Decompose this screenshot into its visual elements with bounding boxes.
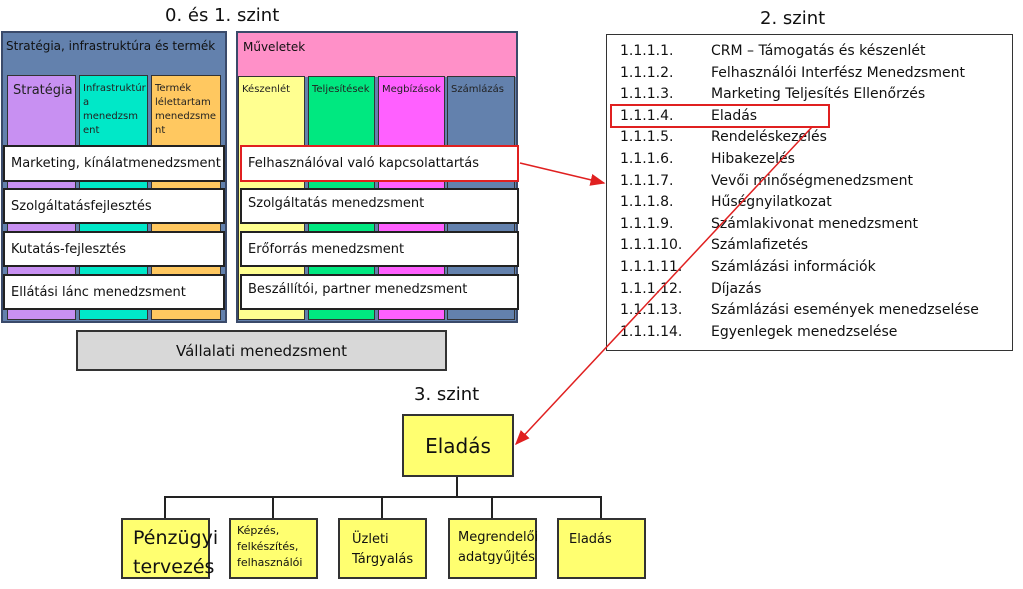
connector (600, 496, 602, 518)
item-label: Hibakezelés (711, 151, 795, 167)
row-marketing: Marketing, kínálatmenedzsment (3, 145, 225, 182)
item-number: 1.1.1.8. (620, 194, 674, 211)
item-label: Díjazás (711, 280, 762, 297)
item-number: 1.1.1.10. (620, 237, 683, 254)
item-number: 1.1.1.2. (620, 64, 674, 81)
item-label: Számlázási információk (711, 259, 876, 275)
column-label: Megbízások (382, 84, 441, 95)
item-number: 1.1.1.5. (620, 129, 674, 146)
connector (164, 496, 166, 518)
connector (381, 496, 383, 518)
level-2-title: 2. szint (760, 8, 826, 29)
item-number: 1.1.1.7. (620, 172, 674, 189)
connector (456, 477, 458, 497)
column-label: Teljesítések (312, 84, 370, 95)
child-node: Eladás (557, 518, 646, 579)
item-number: 1.1.1.14. (620, 323, 683, 340)
item-label: Hűségnyilatkozat (711, 194, 832, 211)
row-kutatas: Kutatás-fejlesztés (3, 231, 225, 267)
row-szolgaltatas-menedzsment: Szolgáltatás menedzsment (240, 188, 519, 224)
item-label: Felhasználói Interfész Menedzsment (711, 64, 965, 81)
item-number: 1.1.1.11. (620, 259, 683, 275)
vallalati-menedzsment-box: Vállalati menedzsment (76, 330, 447, 371)
item-number: 1.1.1.4. (620, 107, 674, 124)
level-3-title: 3. szint (414, 384, 480, 405)
column-label: Infrastruktúr a menedzsm ent (83, 83, 146, 136)
child-node: Képzés, felkészítés, felhasználói (229, 518, 318, 579)
connector (491, 496, 493, 518)
item-number: 1.1.1.13. (620, 302, 683, 319)
row-eroforras: Erőforrás menedzsment (240, 231, 519, 267)
item-label: Vevői minőségmenedzsment (711, 172, 913, 189)
row-szolgaltatasfejlesztes: Szolgáltatásfejlesztés (3, 188, 225, 224)
panel-title: Stratégia, infrastruktúra és termék (6, 39, 216, 53)
child-node: Megrendelői adatgyűjtés (448, 518, 538, 579)
row-ellatasi-lanc: Ellátási lánc menedzsment (3, 274, 225, 310)
root-node-eladas: Eladás (402, 414, 514, 477)
item-label: Egyenlegek menedzselése (711, 323, 898, 340)
panel-header (238, 33, 516, 77)
child-node: Üzleti Tárgyalás (338, 518, 427, 579)
item-label: Számlafizetés (711, 237, 809, 254)
level-2-list: 1.1.1.1. CRM – Támogatás és készenlét 1.1.… (606, 34, 1013, 351)
child-node: Pénzügyi tervezés (121, 518, 218, 579)
column-label: Stratégia (13, 83, 73, 98)
item-label: Számlakivonat menedzsment (711, 215, 919, 232)
item-number: 1.1.1.12. (620, 280, 683, 297)
item-label: Marketing Teljesítés Ellenőrzés (711, 86, 926, 103)
column-label: Termék lélettartam menedzsme nt (155, 83, 217, 136)
row-felhasznaloval-highlighted: Felhasználóval való kapcsolattartás (240, 145, 519, 182)
item-number: 1.1.1.1. (620, 43, 674, 59)
item-number: 1.1.1.6. (620, 151, 674, 167)
arrow-to-level3 (514, 126, 813, 446)
column-label: Számlázás (451, 84, 504, 95)
item-number: 1.1.1.9. (620, 215, 674, 232)
item-label: Eladás (711, 107, 758, 124)
connector (272, 496, 274, 518)
row-beszallitoi: Beszállítói, partner menedzsment (240, 274, 519, 310)
connector (164, 496, 602, 498)
item-label: CRM – Támogatás és készenlét (711, 43, 926, 59)
item-number: 1.1.1.3. (620, 86, 674, 103)
panel-title: Műveletek (243, 40, 306, 54)
column-label: Készenlét (242, 84, 291, 95)
arrow-to-level2 (519, 162, 606, 186)
highlight-box (610, 104, 830, 128)
level-01-title: 0. és 1. szint (165, 5, 280, 26)
item-label: Számlázási események menedzselése (711, 302, 979, 319)
